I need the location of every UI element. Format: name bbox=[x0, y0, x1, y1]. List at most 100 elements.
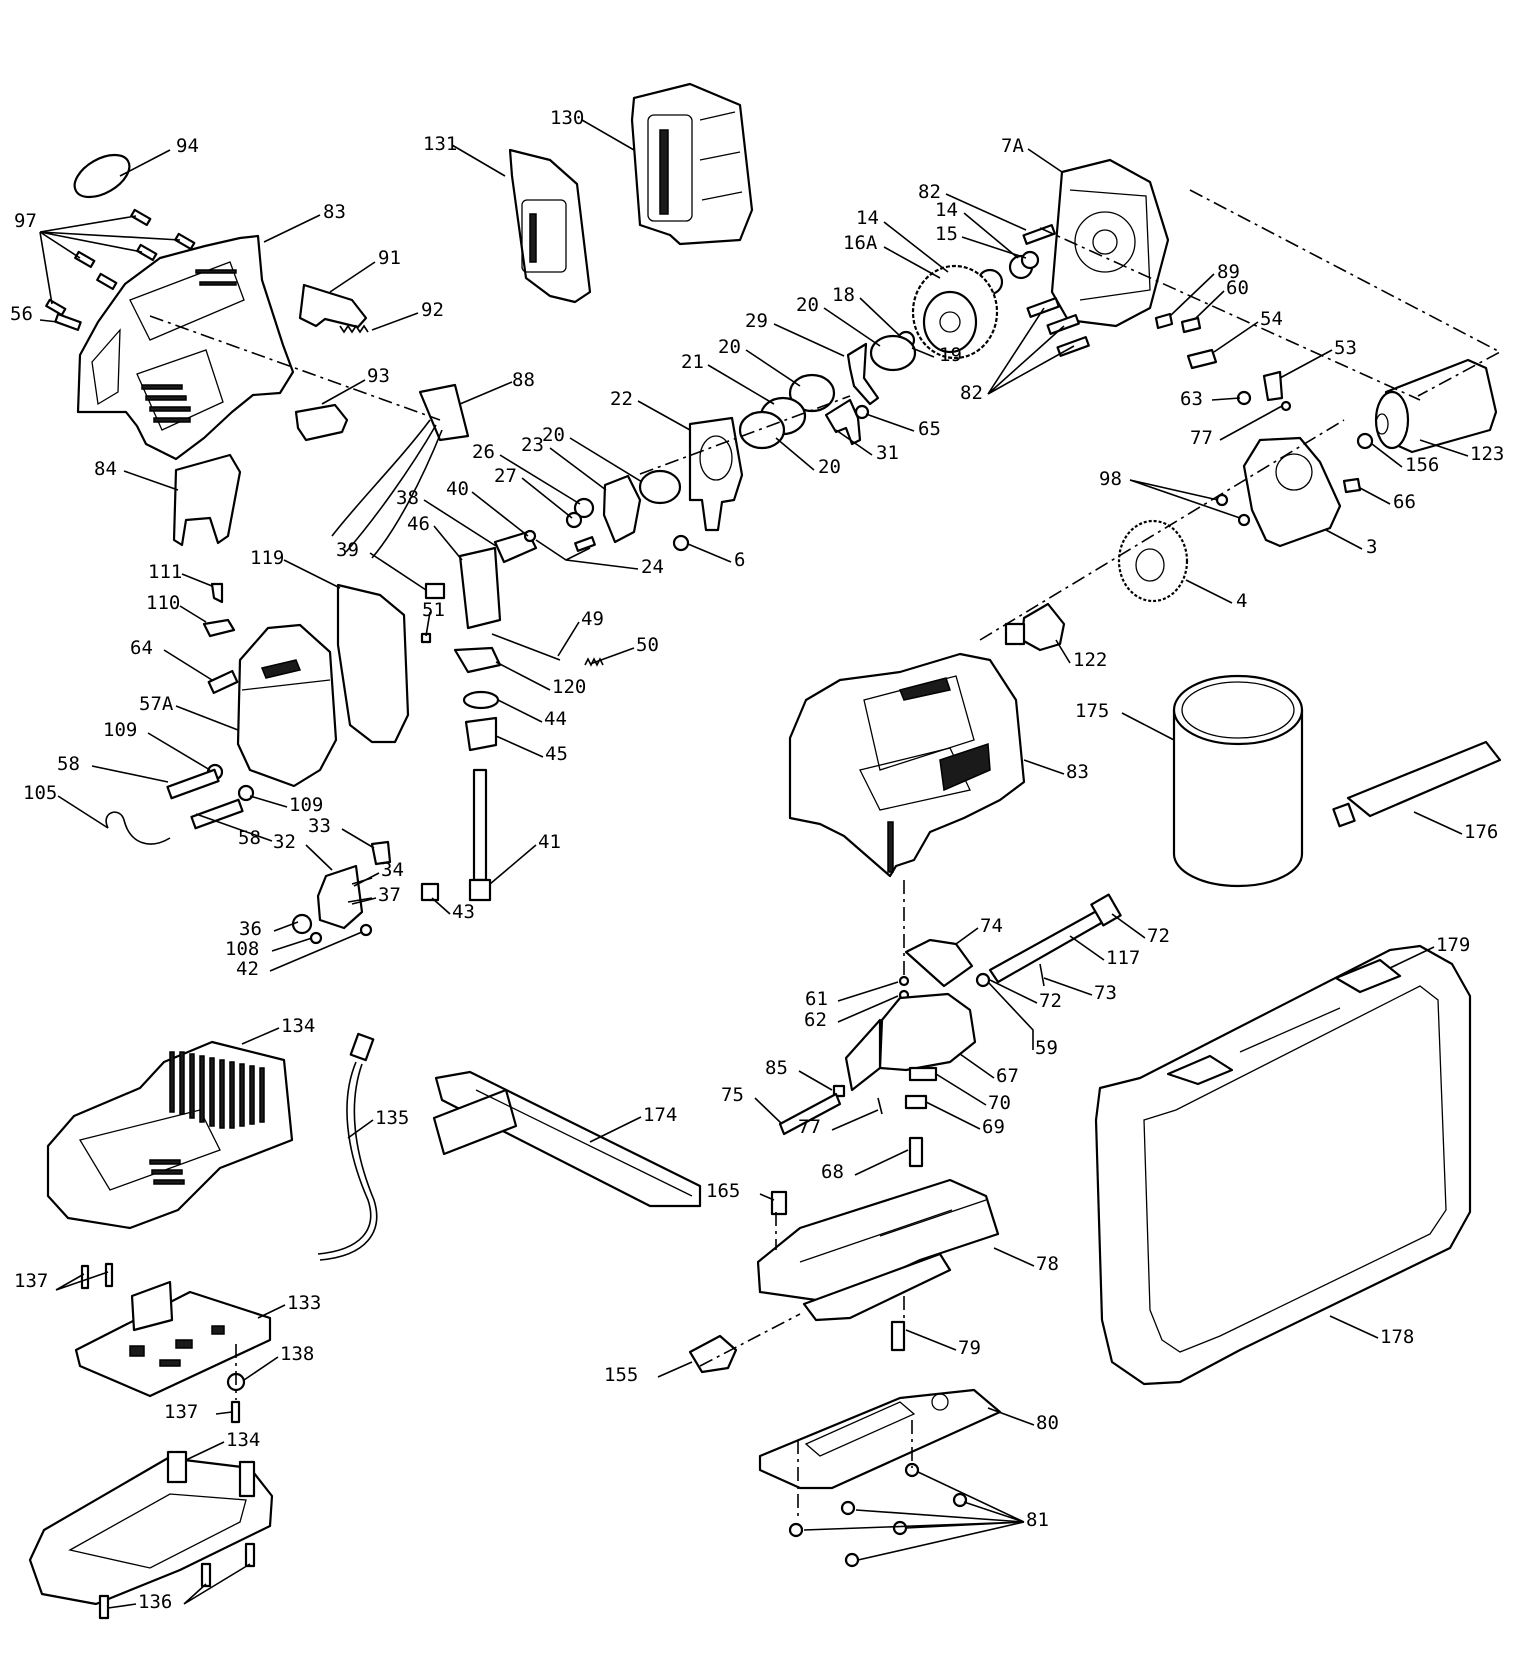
callout-label-42: 42 bbox=[236, 958, 259, 980]
part-81-screws bbox=[788, 1462, 968, 1568]
part-54-part bbox=[1186, 348, 1218, 370]
callout-label-20d: 20 bbox=[818, 456, 841, 478]
callout-label-80: 80 bbox=[1036, 1412, 1059, 1434]
callout-label-97: 97 bbox=[14, 210, 37, 232]
callout-label-109b: 109 bbox=[289, 794, 323, 816]
callout-label-38: 38 bbox=[396, 487, 419, 509]
part-83-right-housing bbox=[788, 652, 1026, 878]
callout-label-41: 41 bbox=[538, 831, 561, 853]
callout-label-64: 64 bbox=[130, 637, 153, 659]
part-58-screw-b bbox=[190, 798, 244, 830]
callout-label-59: 59 bbox=[1035, 1037, 1058, 1059]
callout-label-69: 69 bbox=[982, 1116, 1005, 1138]
callout-label-61: 61 bbox=[805, 988, 828, 1010]
part-58-screw-a bbox=[166, 768, 220, 800]
callout-label-82b: 82 bbox=[960, 382, 983, 404]
callout-label-81: 81 bbox=[1026, 1509, 1049, 1531]
part-31-arm bbox=[824, 398, 862, 446]
callout-label-60: 60 bbox=[1226, 277, 1249, 299]
part-136-screw-c bbox=[244, 1542, 256, 1568]
callout-label-89: 89 bbox=[1217, 261, 1240, 283]
callout-label-29: 29 bbox=[745, 310, 768, 332]
part-65-nut bbox=[854, 404, 870, 420]
callout-label-37: 37 bbox=[378, 884, 401, 906]
part-37-pin bbox=[347, 897, 373, 903]
part-120-guide bbox=[453, 646, 502, 674]
callout-label-178: 178 bbox=[1380, 1326, 1414, 1348]
callout-label-117: 117 bbox=[1106, 947, 1140, 969]
callout-label-14a: 14 bbox=[935, 199, 958, 221]
part-94-oval-cover bbox=[73, 153, 131, 199]
part-24-screw bbox=[574, 536, 596, 552]
callout-label-20b: 20 bbox=[718, 336, 741, 358]
part-64-screw bbox=[207, 669, 239, 695]
part-22-plate bbox=[688, 416, 744, 532]
callout-label-137a: 137 bbox=[14, 1270, 48, 1292]
callout-label-72a: 72 bbox=[1147, 925, 1170, 947]
callout-label-77a: 77 bbox=[1190, 427, 1213, 449]
callout-label-165: 165 bbox=[706, 1180, 740, 1202]
part-45-sleeve bbox=[464, 716, 498, 752]
part-29-lever bbox=[846, 342, 880, 406]
part-56-screw bbox=[54, 313, 82, 331]
part-105-wire bbox=[105, 811, 171, 845]
part-42-screw bbox=[359, 923, 373, 937]
part-20-ring-c bbox=[638, 469, 682, 505]
part-133-circuit-board bbox=[74, 1280, 272, 1398]
part-111-tab bbox=[210, 582, 224, 604]
callout-label-45: 45 bbox=[545, 743, 568, 765]
callout-label-135: 135 bbox=[375, 1107, 409, 1129]
part-98-screw-b bbox=[1237, 513, 1251, 527]
callout-label-105: 105 bbox=[23, 782, 57, 804]
part-44-ring bbox=[462, 690, 500, 710]
callout-label-94: 94 bbox=[176, 135, 199, 157]
callout-label-176: 176 bbox=[1464, 821, 1498, 843]
callout-label-83b: 83 bbox=[1066, 761, 1089, 783]
callout-label-67: 67 bbox=[996, 1065, 1019, 1087]
callout-label-136: 136 bbox=[138, 1591, 172, 1613]
part-84-trigger bbox=[172, 453, 242, 547]
callout-label-156: 156 bbox=[1405, 454, 1439, 476]
part-49-rod bbox=[491, 633, 561, 661]
callout-label-109a: 109 bbox=[103, 719, 137, 741]
callout-label-43: 43 bbox=[452, 901, 475, 923]
callout-label-74: 74 bbox=[980, 915, 1003, 937]
callout-label-122: 122 bbox=[1073, 649, 1107, 671]
part-89-part bbox=[1154, 312, 1174, 330]
callout-label-79: 79 bbox=[958, 1337, 981, 1359]
callout-label-54: 54 bbox=[1260, 308, 1283, 330]
callout-label-119: 119 bbox=[250, 547, 284, 569]
part-80-base-plate bbox=[758, 1388, 1002, 1490]
callout-label-84: 84 bbox=[94, 458, 117, 480]
part-119-gasket bbox=[336, 583, 410, 744]
part-7A-gear-case bbox=[1050, 158, 1170, 328]
callout-label-133: 133 bbox=[287, 1292, 321, 1314]
callout-label-175: 175 bbox=[1075, 700, 1109, 722]
part-66-part bbox=[1342, 477, 1362, 494]
callout-label-120: 120 bbox=[552, 676, 586, 698]
part-135-power-cord bbox=[317, 1032, 378, 1261]
part-74-collar bbox=[904, 938, 974, 988]
callout-label-134b: 134 bbox=[226, 1429, 260, 1451]
callout-label-92: 92 bbox=[421, 299, 444, 321]
callout-label-7A: 7A bbox=[1001, 135, 1024, 157]
part-50-spring bbox=[584, 657, 604, 667]
part-68-screw bbox=[908, 1136, 924, 1168]
part-109-washer-b bbox=[237, 784, 255, 802]
part-117-shaft bbox=[988, 893, 1122, 987]
part-75-rod bbox=[778, 1092, 842, 1136]
part-85-pin bbox=[832, 1084, 846, 1098]
part-32-bracket bbox=[316, 864, 364, 930]
part-178-carrying-case bbox=[1094, 944, 1472, 1386]
part-36-roller bbox=[291, 913, 313, 935]
callout-label-155: 155 bbox=[604, 1364, 638, 1386]
part-41-plunger bbox=[472, 768, 488, 882]
part-4-gear bbox=[1117, 519, 1189, 603]
callout-label-26: 26 bbox=[472, 441, 495, 463]
callout-label-62: 62 bbox=[804, 1009, 827, 1031]
part-83-left-housing bbox=[76, 234, 295, 461]
part-40-screw bbox=[523, 529, 537, 543]
part-46-block bbox=[458, 546, 502, 630]
